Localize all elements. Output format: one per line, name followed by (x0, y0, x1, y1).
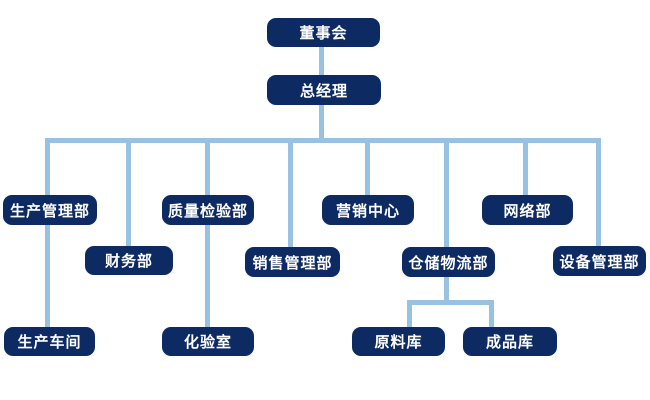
connector-branch-to-raw (407, 305, 412, 327)
org-node-finance: 财务部 (85, 246, 173, 275)
org-node-general-manager: 总经理 (267, 75, 381, 105)
connector-bar-to-network (523, 143, 528, 195)
org-node-laboratory: 化验室 (162, 327, 254, 356)
org-node-warehouse-logistics: 仓储物流部 (402, 247, 495, 277)
connector-branch-to-finished (489, 305, 494, 327)
org-node-marketing-center: 营销中心 (322, 195, 414, 225)
connector-bar-to-equipment (596, 143, 601, 246)
org-node-finished-goods-warehouse: 成品库 (463, 327, 557, 356)
connector-bar-to-warehouse (444, 143, 449, 247)
org-node-sales-management: 销售管理部 (245, 247, 340, 277)
org-node-production-management: 生产管理部 (3, 195, 97, 225)
connector-warehouse-branch-bar (407, 300, 494, 305)
connector-quality-to-laboratory (205, 225, 210, 327)
connector-gm-to-bar (319, 104, 324, 138)
connector-bar-to-finance (126, 143, 131, 246)
connector-bar-to-sales (288, 143, 293, 247)
connector-bar-to-quality (205, 143, 210, 195)
org-node-production-workshop: 生产车间 (4, 327, 95, 356)
connector-horizontal-bar (45, 138, 601, 143)
org-node-equipment-management: 设备管理部 (553, 246, 646, 276)
connector-board-to-gm (319, 46, 324, 76)
connector-warehouse-stem (444, 277, 449, 300)
org-node-quality-inspection: 质量检验部 (162, 195, 254, 225)
org-node-board-of-directors: 董事会 (267, 18, 380, 47)
connector-bar-to-marketing (365, 143, 370, 195)
connector-production-to-workshop (45, 225, 50, 327)
org-node-raw-material-warehouse: 原料库 (352, 327, 445, 356)
org-node-network: 网络部 (482, 195, 573, 225)
connector-bar-to-production (45, 143, 50, 195)
